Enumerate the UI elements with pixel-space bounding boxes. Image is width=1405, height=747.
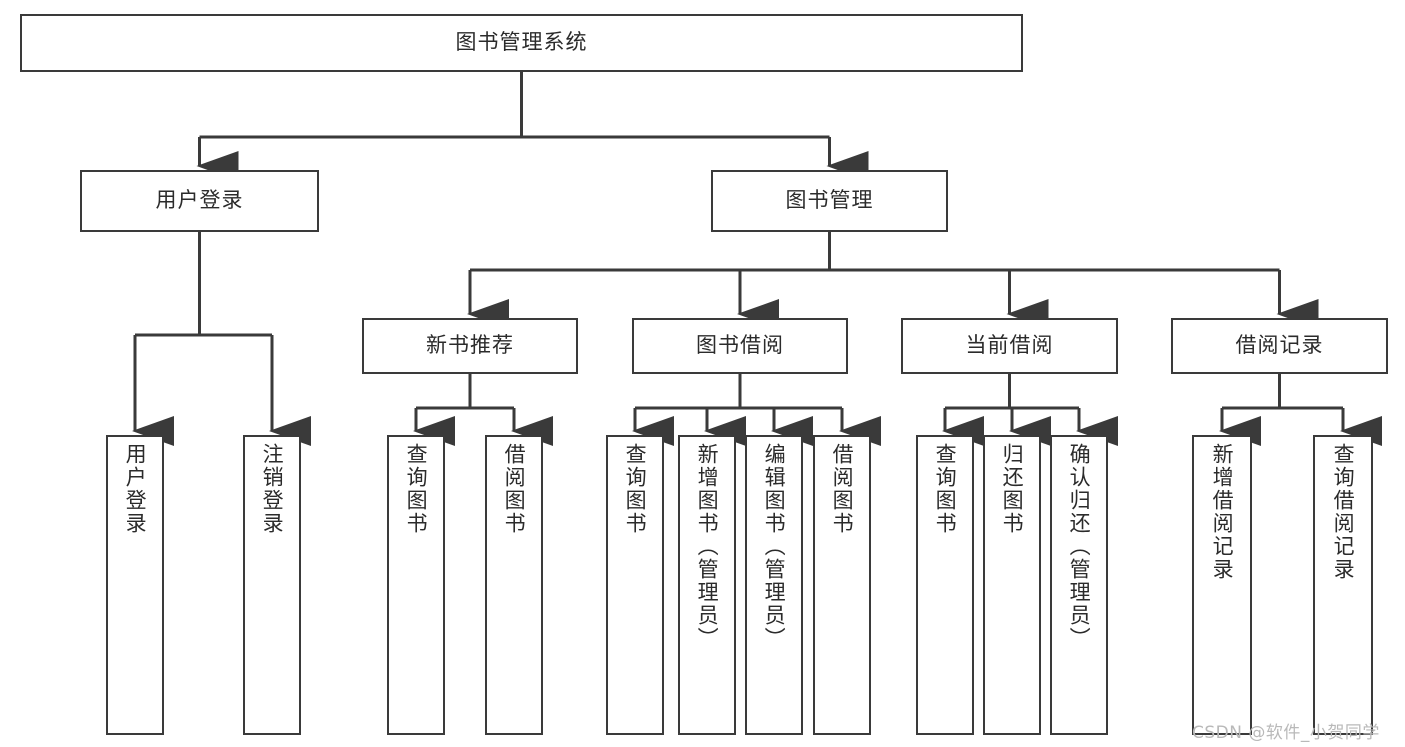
node-label: 图书管理	[785, 188, 874, 213]
node-leaf-2[interactable]: 查询图书	[387, 435, 445, 735]
node-leaf-7[interactable]: 借阅图书	[813, 435, 871, 735]
node-root-图书管理系统[interactable]: 图书管理系统	[20, 14, 1023, 72]
node-label: 新增图书（管理员）	[695, 443, 720, 650]
node-level2-借阅记录[interactable]: 借阅记录	[1171, 318, 1388, 374]
node-level2-图书借阅[interactable]: 图书借阅	[632, 318, 848, 374]
node-leaf-11[interactable]: 新增借阅记录	[1192, 435, 1252, 735]
node-label: 当前借阅	[965, 333, 1054, 358]
node-label: 确认归还（管理员）	[1067, 443, 1092, 650]
watermark-label: CSDN @软件_小贺同学	[1192, 723, 1380, 743]
node-leaf-8[interactable]: 查询图书	[916, 435, 974, 735]
node-leaf-1[interactable]: 注销登录	[243, 435, 301, 735]
node-leaf-6[interactable]: 编辑图书（管理员）	[745, 435, 803, 735]
node-label: 用户登录	[155, 188, 244, 213]
node-leaf-0[interactable]: 用户登录	[106, 435, 164, 735]
node-label: 借阅记录	[1235, 333, 1324, 358]
node-label: 查询图书	[404, 443, 429, 535]
node-leaf-3[interactable]: 借阅图书	[485, 435, 543, 735]
node-label: 图书借阅	[696, 333, 784, 358]
node-label: 归还图书	[1000, 443, 1025, 535]
node-label: 用户登录	[123, 443, 148, 535]
node-label: 查询图书	[623, 443, 648, 535]
node-label: 编辑图书（管理员）	[762, 443, 787, 650]
node-label: 注销登录	[260, 443, 285, 535]
node-label: 新书推荐	[426, 333, 514, 358]
node-leaf-4[interactable]: 查询图书	[606, 435, 664, 735]
node-label: 查询借阅记录	[1331, 443, 1356, 581]
node-label: 借阅图书	[830, 443, 855, 535]
node-leaf-12[interactable]: 查询借阅记录	[1313, 435, 1373, 735]
node-level2-新书推荐[interactable]: 新书推荐	[362, 318, 578, 374]
node-leaf-5[interactable]: 新增图书（管理员）	[678, 435, 736, 735]
node-label: 借阅图书	[502, 443, 527, 535]
node-leaf-10[interactable]: 确认归还（管理员）	[1050, 435, 1108, 735]
node-label: 图书管理系统	[455, 30, 588, 55]
node-leaf-9[interactable]: 归还图书	[983, 435, 1041, 735]
node-label: 查询图书	[933, 443, 958, 535]
node-level2-当前借阅[interactable]: 当前借阅	[901, 318, 1118, 374]
node-level1-用户登录[interactable]: 用户登录	[80, 170, 319, 232]
node-label: 新增借阅记录	[1210, 443, 1235, 581]
node-level1-图书管理[interactable]: 图书管理	[711, 170, 948, 232]
